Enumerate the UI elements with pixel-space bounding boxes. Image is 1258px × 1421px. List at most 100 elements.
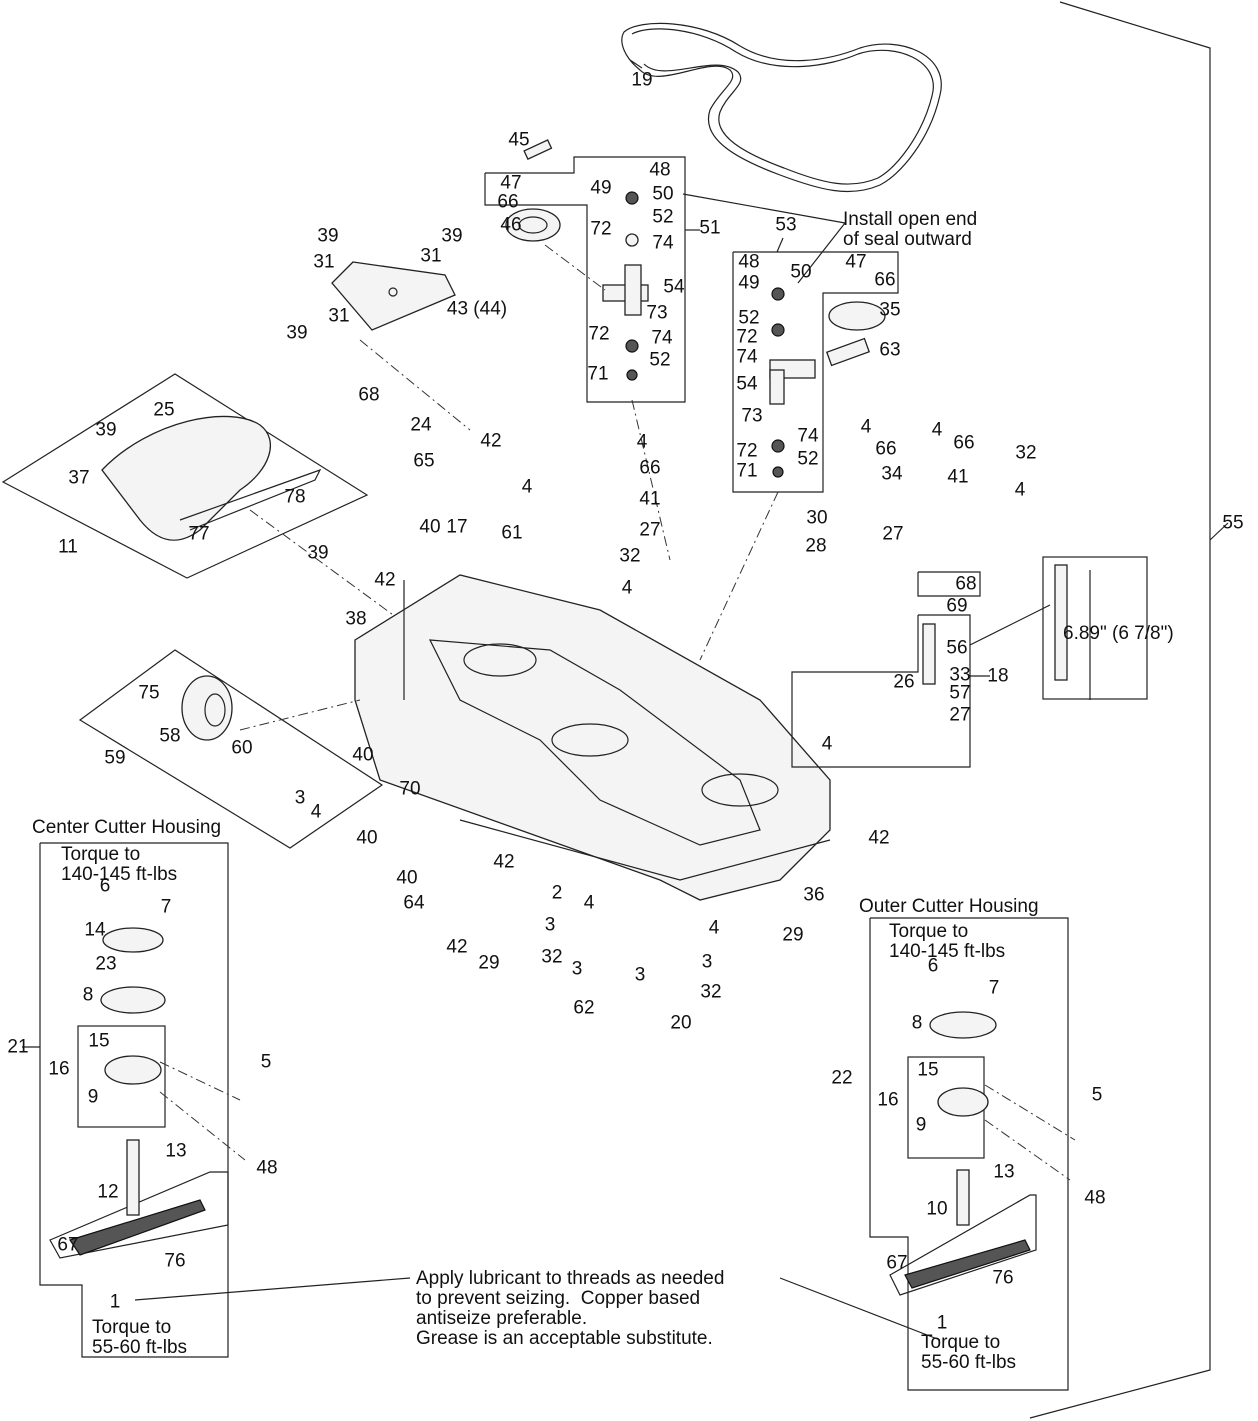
callout-66b: 66 bbox=[874, 269, 896, 291]
callout-3d: 3 bbox=[701, 951, 713, 973]
callout-28: 28 bbox=[805, 535, 827, 557]
callout-5a: 5 bbox=[260, 1051, 272, 1073]
callout-32c: 32 bbox=[541, 946, 563, 968]
callout-72c: 72 bbox=[736, 326, 758, 348]
deck-housing-36 bbox=[354, 574, 831, 901]
callout-66c: 66 bbox=[639, 457, 661, 479]
callout-31c: 31 bbox=[328, 305, 350, 327]
callout-42e: 42 bbox=[446, 936, 468, 958]
callout-35: 35 bbox=[879, 299, 901, 321]
callout-37: 37 bbox=[68, 467, 90, 489]
callout-48b: 48 bbox=[738, 251, 760, 273]
callout-53: 53 bbox=[775, 214, 797, 236]
outer-torque-top-note: Torque to 140-145 ft-lbs bbox=[889, 921, 1006, 962]
callout-3e: 3 bbox=[634, 964, 646, 986]
callout-66e: 66 bbox=[953, 432, 975, 454]
callout-9a: 9 bbox=[87, 1086, 99, 1108]
callout-47a: 47 bbox=[500, 172, 522, 194]
callout-16b: 16 bbox=[877, 1089, 899, 1111]
callout-41a: 41 bbox=[639, 488, 661, 510]
callout-71b: 71 bbox=[736, 460, 758, 482]
callout-31b: 31 bbox=[420, 245, 442, 267]
callout-76b: 76 bbox=[992, 1267, 1014, 1289]
callout-8a: 8 bbox=[82, 984, 94, 1006]
callout-3a: 3 bbox=[294, 787, 306, 809]
callout-4i: 4 bbox=[583, 892, 595, 914]
callout-1b: 1 bbox=[936, 1312, 948, 1334]
callout-49a: 49 bbox=[590, 177, 612, 199]
callout-74c: 74 bbox=[736, 346, 758, 368]
drive-belt-19 bbox=[621, 22, 942, 193]
belt-cover-box-11 bbox=[1, 373, 401, 621]
outer-cutter-housing-box-22 bbox=[869, 917, 1076, 1391]
callout-55: 55 bbox=[1222, 512, 1244, 534]
callout-48c: 48 bbox=[256, 1157, 278, 1179]
callout-10: 10 bbox=[926, 1198, 948, 1220]
callout-52b: 52 bbox=[649, 349, 671, 371]
callout-6a: 6 bbox=[99, 875, 111, 897]
callout-14: 14 bbox=[84, 919, 106, 941]
callout-27a: 27 bbox=[639, 519, 661, 541]
callout-23: 23 bbox=[95, 953, 117, 975]
callout-77: 77 bbox=[188, 523, 210, 545]
callout-4c: 4 bbox=[621, 577, 633, 599]
callout-66a: 66 bbox=[497, 191, 519, 213]
callout-4h: 4 bbox=[310, 801, 322, 823]
callout-32d: 32 bbox=[700, 981, 722, 1003]
callout-40c: 40 bbox=[356, 827, 378, 849]
callout-9b: 9 bbox=[915, 1114, 927, 1136]
callout-31a: 31 bbox=[313, 251, 335, 273]
callout-41b: 41 bbox=[947, 466, 969, 488]
callout-4b: 4 bbox=[521, 476, 533, 498]
dimension-note: 6.89" (6 7/8") bbox=[1063, 623, 1174, 644]
callout-65: 65 bbox=[413, 450, 435, 472]
callout-42d: 42 bbox=[493, 851, 515, 873]
callout-40b: 40 bbox=[352, 744, 374, 766]
callout-45: 45 bbox=[508, 129, 530, 151]
callout-43: 43 (44) bbox=[446, 298, 508, 320]
dimension-detail-box bbox=[1042, 556, 1148, 700]
callout-19: 19 bbox=[631, 69, 653, 91]
bracket-43 bbox=[331, 261, 471, 431]
callout-7a: 7 bbox=[160, 896, 172, 918]
callout-74b: 74 bbox=[651, 327, 673, 349]
idler-assembly-51-box bbox=[484, 139, 700, 561]
callout-18: 18 bbox=[987, 665, 1009, 687]
callout-48d: 48 bbox=[1084, 1187, 1106, 1209]
callout-2: 2 bbox=[551, 882, 563, 904]
callout-62: 62 bbox=[573, 997, 595, 1019]
callout-58: 58 bbox=[159, 725, 181, 747]
center-torque-bottom-note: Torque to 55-60 ft-lbs bbox=[92, 1317, 188, 1358]
center-cutter-housing-box-21 bbox=[22, 842, 246, 1358]
center-cutter-housing-title: Center Cutter Housing bbox=[32, 817, 222, 838]
callout-46: 46 bbox=[500, 214, 522, 236]
callout-54a: 54 bbox=[663, 276, 685, 298]
callout-39a: 39 bbox=[317, 225, 339, 247]
callout-29a: 29 bbox=[782, 924, 804, 946]
callout-32a: 32 bbox=[619, 545, 641, 567]
outer-cutter-housing-title: Outer Cutter Housing bbox=[859, 896, 1039, 917]
callout-20: 20 bbox=[670, 1012, 692, 1034]
callout-47b: 47 bbox=[845, 251, 867, 273]
callout-57: 57 bbox=[949, 682, 971, 704]
callout-4d: 4 bbox=[860, 416, 872, 438]
callout-3b: 3 bbox=[544, 914, 556, 936]
callout-40d: 40 bbox=[396, 867, 418, 889]
callout-5b: 5 bbox=[1091, 1084, 1103, 1106]
callout-4a: 4 bbox=[636, 431, 648, 453]
callout-73a: 73 bbox=[646, 302, 668, 324]
callout-4j: 4 bbox=[708, 917, 720, 939]
callout-27b: 27 bbox=[882, 523, 904, 545]
callout-39c: 39 bbox=[286, 322, 308, 344]
assembly-55-boundary bbox=[1029, 1, 1229, 1419]
callout-30: 30 bbox=[806, 507, 828, 529]
callout-24: 24 bbox=[410, 414, 432, 436]
callout-27c: 27 bbox=[949, 704, 971, 726]
callout-75: 75 bbox=[138, 682, 160, 704]
callout-39d: 39 bbox=[95, 419, 117, 441]
callout-74a: 74 bbox=[652, 232, 674, 254]
callout-13a: 13 bbox=[165, 1140, 187, 1162]
callout-13b: 13 bbox=[993, 1161, 1015, 1183]
callout-39e: 39 bbox=[307, 542, 329, 564]
